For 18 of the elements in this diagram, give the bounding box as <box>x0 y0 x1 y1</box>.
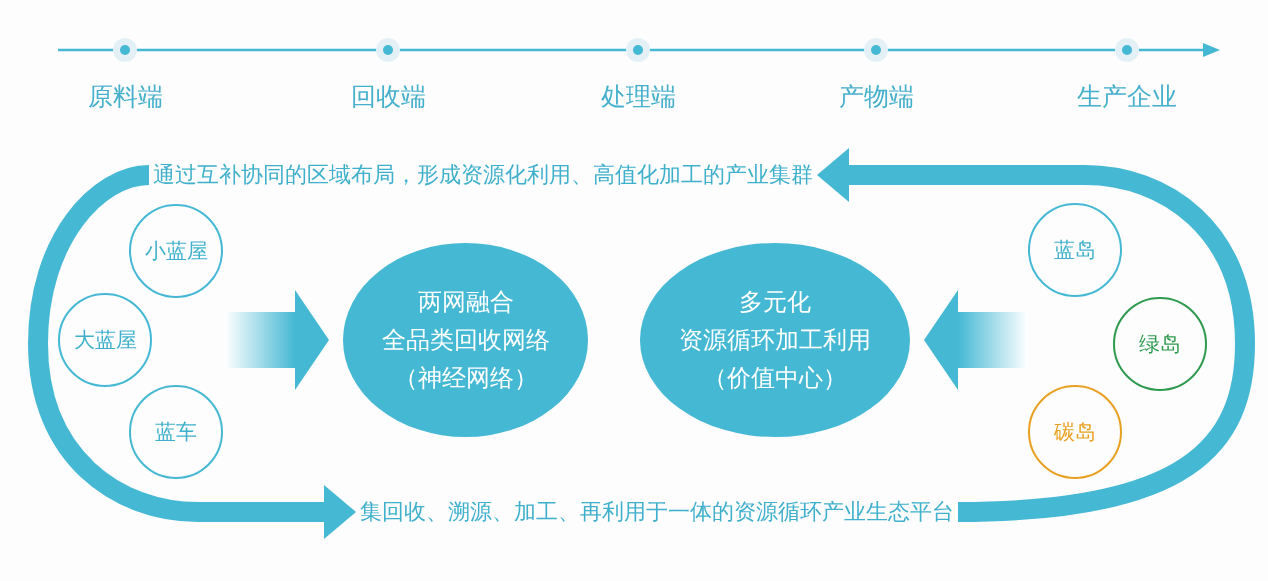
ellipse-node: 两网融合 全品类回收网络 （神经网络） <box>343 243 588 437</box>
stage-label: 产物端 <box>838 81 914 113</box>
stage-label: 生产企业 <box>1077 81 1177 113</box>
circle-node: 碳岛 <box>1028 385 1122 479</box>
circle-node: 小蓝屋 <box>129 204 223 298</box>
circle-node: 绿岛 <box>1113 297 1207 391</box>
stage-label: 原料端 <box>87 81 163 113</box>
ellipse-node: 多元化 资源循环加工利用 （价值中心） <box>640 243 910 437</box>
curved-arrow <box>817 148 1255 522</box>
stage-label: 回收端 <box>350 81 426 113</box>
block-arrow <box>924 290 1028 390</box>
circle-node: 大蓝屋 <box>58 293 152 387</box>
block-arrow <box>225 290 329 390</box>
stage-label: 处理端 <box>600 81 676 113</box>
banner-text: 集回收、溯源、加工、再利用于一体的资源循环产业生态平台 <box>360 497 954 527</box>
circle-node: 蓝车 <box>129 385 223 479</box>
circle-node: 蓝岛 <box>1028 203 1122 297</box>
banner-text: 通过互补协同的区域布局，形成资源化利用、高值化加工的产业集群 <box>153 160 813 190</box>
